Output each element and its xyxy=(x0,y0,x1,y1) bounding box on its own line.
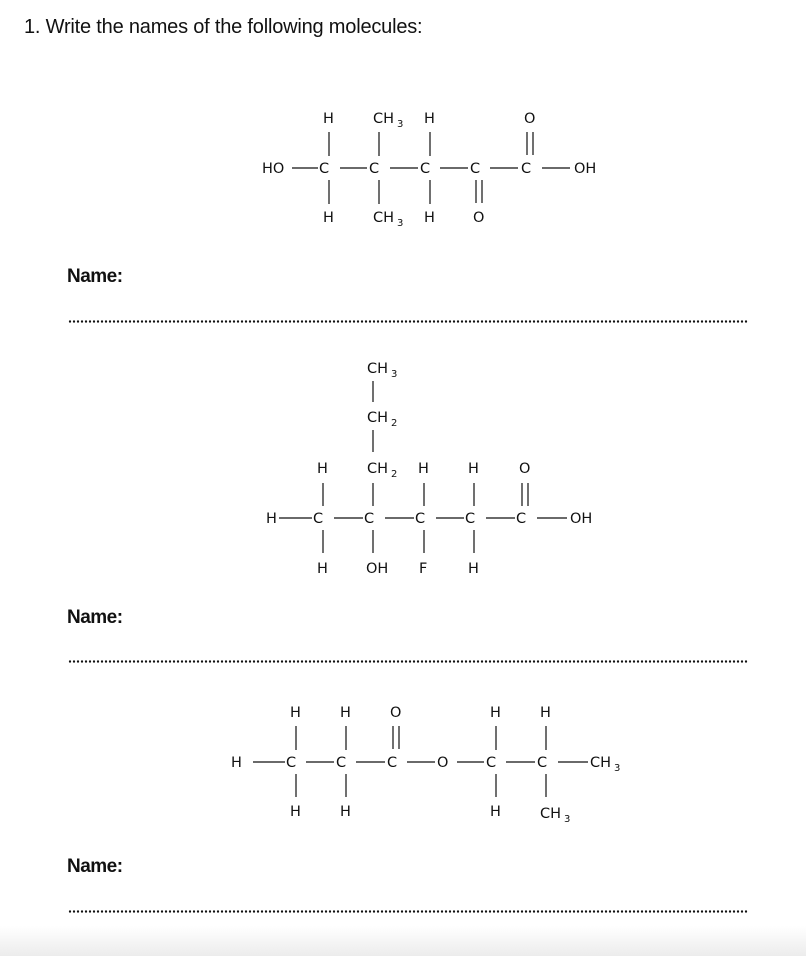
atom-label: H xyxy=(424,111,435,127)
name-label-3: Name: xyxy=(67,856,123,877)
atom-label: H xyxy=(317,561,328,577)
atom-label: C xyxy=(521,161,531,177)
atom-label: CH xyxy=(367,361,388,377)
atom-label: OH xyxy=(366,561,388,577)
atom-label: H xyxy=(231,755,242,771)
atom-label: O xyxy=(519,461,530,477)
atom-label: C xyxy=(516,511,526,527)
atom-label: H xyxy=(323,210,334,226)
page-bottom-shade xyxy=(0,926,806,956)
atom-label: C xyxy=(486,755,496,771)
atom-subscript: 3 xyxy=(397,119,403,130)
atom-label: H xyxy=(340,705,351,721)
atom-label: C xyxy=(364,511,374,527)
atom-label: H xyxy=(418,461,429,477)
atom-subscript: 3 xyxy=(564,814,570,825)
atom-label: C xyxy=(319,161,329,177)
atom-label: CH xyxy=(373,210,394,226)
atom-label: C xyxy=(387,755,397,771)
atom-label: C xyxy=(336,755,346,771)
atom-label: C xyxy=(415,511,425,527)
answer-line-1[interactable] xyxy=(68,320,748,323)
atom-label: CH xyxy=(540,806,561,822)
atom-subscript: 2 xyxy=(391,469,397,480)
name-label-2: Name: xyxy=(67,607,123,628)
atom-label: C xyxy=(369,161,379,177)
atom-label: O xyxy=(473,210,484,226)
atom-label: C xyxy=(420,161,430,177)
atom-subscript: 3 xyxy=(397,218,403,229)
atom-label: F xyxy=(419,561,427,577)
atom-label: H xyxy=(317,461,328,477)
atom-subscript: 3 xyxy=(614,763,620,774)
atom-label: H xyxy=(266,511,277,527)
answer-line-3[interactable] xyxy=(68,910,748,913)
atom-label: H xyxy=(490,804,501,820)
atom-label: O xyxy=(524,111,535,127)
atom-subscript: 2 xyxy=(391,418,397,429)
atom-label: H xyxy=(290,705,301,721)
atom-label: OH xyxy=(570,511,592,527)
name-label-1: Name: xyxy=(67,266,123,287)
atom-label: H xyxy=(424,210,435,226)
atom-label: C xyxy=(537,755,547,771)
atom-label: OH xyxy=(574,161,596,177)
atom-label: CH xyxy=(367,410,388,426)
question-title: 1. Write the names of the following mole… xyxy=(24,16,423,38)
atom-label: CH xyxy=(590,755,611,771)
atom-label: H xyxy=(340,804,351,820)
atom-label: C xyxy=(465,511,475,527)
atom-label: H xyxy=(468,461,479,477)
atom-label: H xyxy=(540,705,551,721)
atom-label: H xyxy=(290,804,301,820)
atom-label: CH xyxy=(367,461,388,477)
atom-label: C xyxy=(286,755,296,771)
atom-label: CH xyxy=(373,111,394,127)
atom-label: O xyxy=(437,755,448,771)
atom-label: HO xyxy=(262,161,284,177)
atom-label: H xyxy=(468,561,479,577)
atom-label: C xyxy=(313,511,323,527)
atom-label: O xyxy=(390,705,401,721)
answer-line-2[interactable] xyxy=(68,660,748,663)
atom-label: C xyxy=(470,161,480,177)
atom-label: H xyxy=(323,111,334,127)
atom-label: H xyxy=(490,705,501,721)
atom-subscript: 3 xyxy=(391,369,397,380)
